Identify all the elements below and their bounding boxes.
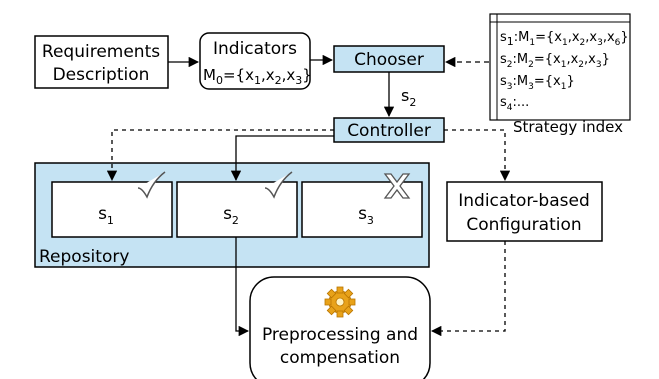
connectors [106,54,511,337]
requirements-line1: Requirements [42,42,160,62]
repository-container: Repository s1 s2 s3 [34,162,430,268]
chooser-label: Chooser [354,50,424,70]
gear-icon [324,286,356,318]
slot-2-label: s2 [223,204,239,227]
slot-1-label: s1 [98,204,114,227]
preprocessing-line1: Preprocessing and [262,325,418,345]
indicator-based-configuration-node: Indicator-based Configuration [446,181,603,242]
edge-config-to-preprocessing [430,241,506,337]
check-icon [264,171,293,199]
controller-node: Controller [333,117,445,143]
strategy-row-1: s1:M1={x1,x2,x3,x6} [500,30,629,48]
slot-3-label: s3 [358,204,374,227]
chooser-node: Chooser [333,45,445,73]
preprocessing-line2: compensation [280,348,400,368]
strategy-row-2: s2:M2={x1,x2,x3} [500,52,610,70]
check-icon [137,171,166,199]
repository-label: Repository [39,247,129,267]
config-line2: Configuration [466,215,581,235]
repository-slot-1: s1 [51,171,173,238]
controller-label: Controller [347,121,431,141]
edge-controller-to-slot-1 [106,129,334,182]
config-line1: Indicator-based [458,191,589,211]
edge-controller-to-config [444,129,511,182]
edge-slot-2-to-preprocessing [235,237,250,337]
strategy-index-caption: Strategy index [513,118,623,136]
strategy-row-3: s3:M3={x1} [500,74,575,92]
selected-strategy-label: s2 [401,86,416,109]
edge-controller-to-slot-2 [230,135,334,182]
indicators-title: Indicators [213,39,297,59]
repository-slot-3: s3 [301,173,423,238]
repository-slot-2: s2 [176,171,298,238]
cross-icon [383,173,411,199]
strategy-index-table: s1:M1={x1,x2,x3,x6} s2:M2={x1,x2,x3} s3:… [489,13,631,136]
requirements-description-node: Requirements Description [34,35,169,89]
preprocessing-node: Preprocessing and compensation [249,276,431,379]
requirements-line2: Description [53,65,150,85]
strategy-row-4: s4:... [500,95,529,113]
indicators-formula: M0={x1,x2,x3} [203,66,312,87]
indicators-node: Indicators M0={x1,x2,x3} [199,32,312,90]
